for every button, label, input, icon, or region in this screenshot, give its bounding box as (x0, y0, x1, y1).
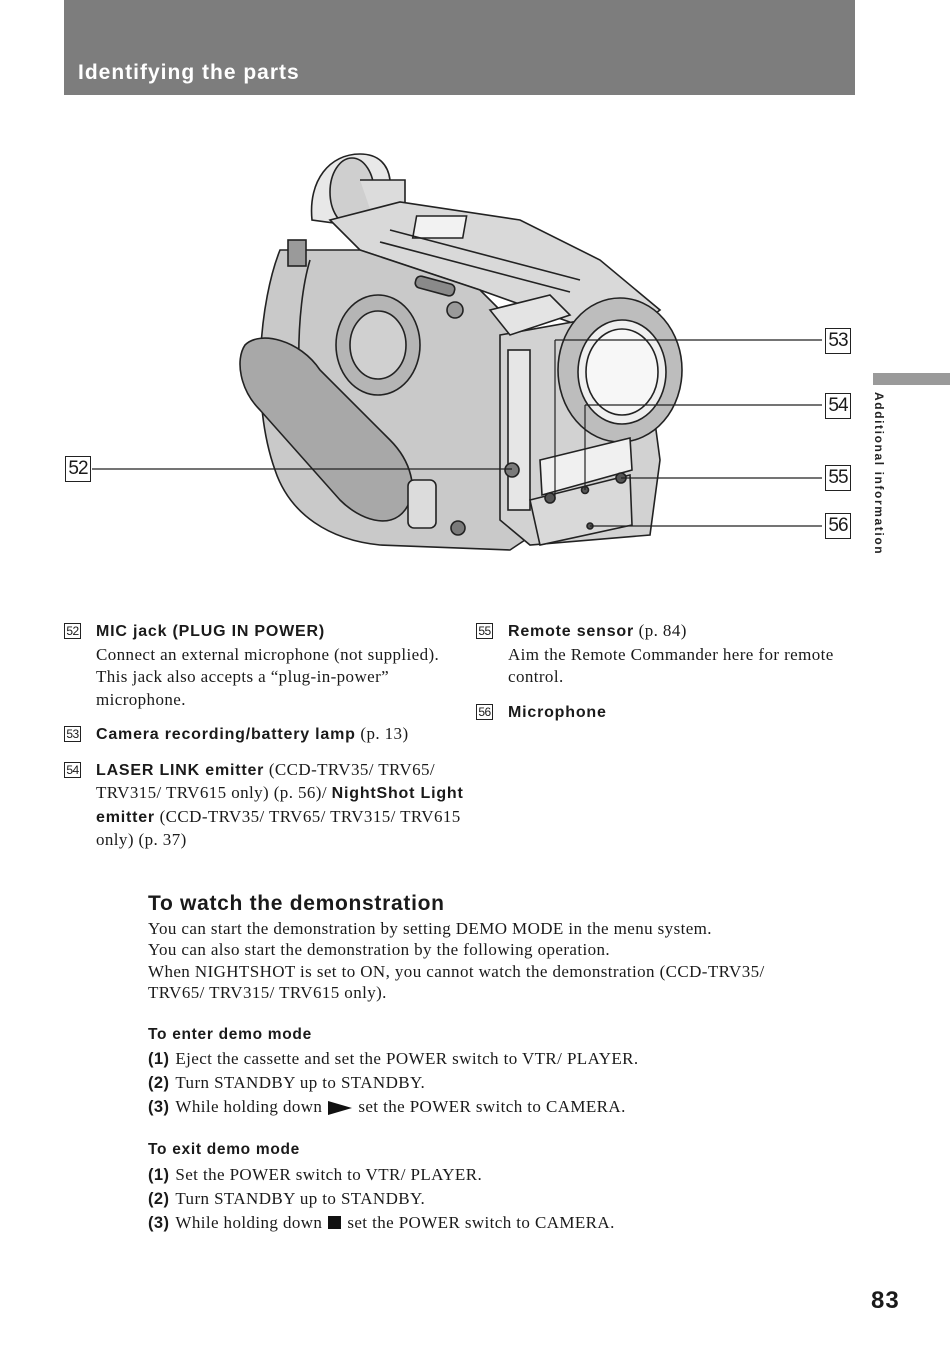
stop-icon (328, 1215, 342, 1229)
list-item: 56 Microphone (476, 701, 856, 725)
item-term: MIC jack (PLUG IN POWER) (96, 623, 325, 640)
item-term-2: NightShot Light emitter (96, 785, 464, 826)
exit-step: (2) Turn STANDBY up to STANDBY. (148, 1187, 858, 1211)
item-number: 54 (64, 761, 81, 778)
demo-title: To watch the demonstration (148, 892, 445, 915)
item-term: LASER LINK emitter (96, 761, 265, 779)
step-text: Turn STANDBY up to STANDBY. (175, 1073, 426, 1092)
item-ref-2: (CCD-TRV35/ TRV65/ TRV315/ TRV615 only) … (96, 806, 461, 850)
header-bar: Identifying the parts (64, 0, 855, 95)
step-number: (1) (148, 1050, 170, 1068)
item-desc: Aim the Remote Commander here for remote… (508, 644, 834, 687)
step-text: While holding down (175, 1097, 323, 1116)
exit-step: (3) While holding down set the POWER switc… (148, 1211, 858, 1235)
demo-intro-line: You can also start the demonstration by … (148, 940, 611, 959)
step-text: set the POWER switch to CAMERA. (347, 1212, 615, 1232)
demo-intro-line: You can start the demonstration by setti… (148, 918, 712, 938)
callout-55: 55 (825, 465, 851, 491)
exit-demo-title: To exit demo mode (148, 1141, 300, 1158)
enter-step: (1) Eject the cassette and set the POWER … (148, 1047, 858, 1071)
item-ref: (p. 84) (638, 621, 687, 640)
enter-step: (3) While holding down set the POWER switc… (148, 1095, 858, 1119)
callout-56: 56 (825, 513, 851, 539)
camcorder-illustration: 52 53 54 55 56 (60, 140, 860, 580)
item-term: Microphone (508, 703, 607, 721)
item-ref: (p. 13) (360, 724, 409, 743)
page-title: Identifying the parts (78, 61, 300, 84)
demo-intro-line: When NIGHTSHOT is set to ON, you cannot … (148, 961, 765, 981)
demo-section: To watch the demonstration You can start… (148, 893, 858, 1235)
step-number: (1) (148, 1165, 170, 1184)
step-text: set the POWER switch to CAMERA. (358, 1097, 626, 1116)
callout-54: 54 (825, 393, 851, 419)
item-ref: (CCD-TRV35/ TRV65/ TRV315/ TRV615 only) … (96, 759, 436, 803)
page-number: 83 (871, 1287, 900, 1314)
camcorder-drawing (92, 153, 822, 551)
item-number: 56 (476, 703, 493, 720)
list-item: 53 Camera recording/battery lamp (p. 13) (64, 723, 464, 747)
callout-52: 52 (65, 456, 91, 482)
side-tab-marker (873, 373, 950, 385)
section-side-label: Additional information (872, 392, 886, 556)
list-item: 55 Remote sensor (p. 84) Aim the Remote … (476, 620, 856, 689)
item-number: 52 (64, 623, 81, 639)
step-number: (2) (148, 1074, 170, 1092)
item-term: Camera recording/battery lamp (96, 726, 356, 743)
enter-demo-title: To enter demo mode (148, 1025, 312, 1043)
step-number: (2) (148, 1189, 170, 1208)
list-item: 54 LASER LINK emitter (CCD-TRV35/ TRV65/… (64, 759, 464, 852)
play-icon (328, 1101, 353, 1116)
callout-53: 53 (825, 328, 851, 354)
step-number: (3) (148, 1213, 170, 1232)
step-text: Eject the cassette and set the POWER swi… (175, 1049, 639, 1068)
parts-list-right: 55 Remote sensor (p. 84) Aim the Remote … (476, 620, 856, 736)
demo-intro-line: TRV65/ TRV315/ TRV615 only). (148, 983, 387, 1002)
parts-list-left: 52 MIC jack (PLUG IN POWER) Connect an e… (64, 620, 464, 864)
step-number: (3) (148, 1098, 170, 1116)
item-number: 53 (64, 726, 81, 742)
item-number: 55 (476, 623, 493, 639)
item-term: Remote sensor (508, 623, 634, 640)
step-text: Turn STANDBY up to STANDBY. (175, 1188, 426, 1208)
item-desc: Connect an external microphone (not supp… (96, 644, 440, 709)
step-text: Set the POWER switch to VTR/ PLAYER. (175, 1164, 483, 1184)
step-text: While holding down (175, 1212, 323, 1232)
list-item: 52 MIC jack (PLUG IN POWER) Connect an e… (64, 620, 464, 711)
exit-step: (1) Set the POWER switch to VTR/ PLAYER. (148, 1163, 858, 1187)
enter-step: (2) Turn STANDBY up to STANDBY. (148, 1071, 858, 1095)
